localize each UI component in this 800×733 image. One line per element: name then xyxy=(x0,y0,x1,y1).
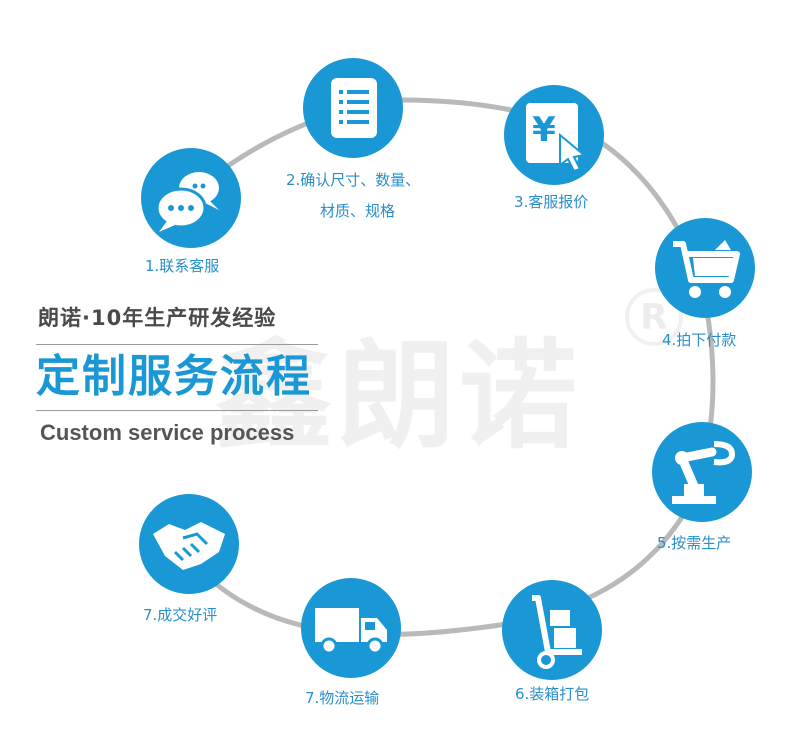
svg-text:¥: ¥ xyxy=(532,110,556,150)
step-3-node: ¥ xyxy=(504,85,604,185)
registered-mark: R xyxy=(625,288,683,346)
delivery-truck-icon xyxy=(315,608,387,655)
step-1-label: 1.联系客服 xyxy=(145,257,220,275)
experience-headline: 朗诺·10年生产研发经验 xyxy=(38,306,277,330)
title-rule-bottom xyxy=(36,410,318,411)
chat-bubbles-icon xyxy=(155,172,219,232)
step-5-label: 5.按需生产 xyxy=(657,534,732,552)
step-7-label: 7.物流运输 xyxy=(305,689,380,707)
page-subtitle: Custom service process xyxy=(40,420,295,445)
title-rule-top xyxy=(36,344,318,345)
step-2-label-line2: 材质、规格 xyxy=(320,202,396,220)
step-5-node xyxy=(652,422,752,522)
hand-truck-icon xyxy=(532,595,582,669)
step-3-label: 3.客服报价 xyxy=(514,193,589,211)
robot-arm-icon xyxy=(672,441,736,504)
yen-quote-icon: ¥ xyxy=(526,103,587,173)
document-list-icon xyxy=(331,78,377,138)
step-1-node xyxy=(141,148,241,248)
step-8-node xyxy=(139,494,239,594)
step-8-label: 7.成交好评 xyxy=(143,606,218,624)
step-2-label-line1: 2.确认尺寸、数量、 xyxy=(286,171,421,189)
step-2-node xyxy=(303,58,403,158)
step-7-node xyxy=(301,578,401,678)
step-6-node xyxy=(502,580,602,680)
step-6-label: 6.装箱打包 xyxy=(515,685,590,703)
page-title: 定制服务流程 xyxy=(36,351,312,402)
step-4-node xyxy=(655,218,755,318)
brand-watermark: 鑫朗诺 xyxy=(215,327,582,465)
handshake-icon xyxy=(153,522,225,570)
shopping-cart-icon xyxy=(673,240,740,298)
step-4-label: 4.拍下付款 xyxy=(662,331,737,349)
